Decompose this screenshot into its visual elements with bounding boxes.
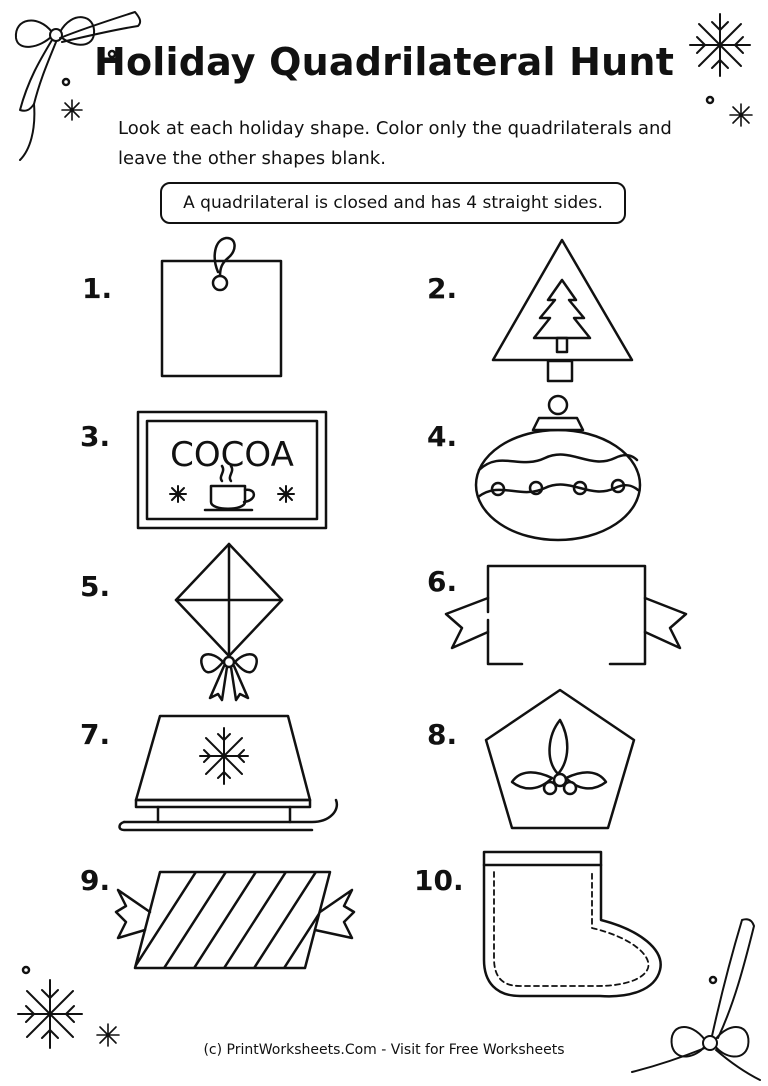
open-banner-icon bbox=[444, 564, 688, 666]
dot-decoration bbox=[705, 95, 715, 105]
definition-box: A quadrilateral is closed and has 4 stra… bbox=[160, 182, 626, 224]
snowflake-icon bbox=[689, 13, 751, 77]
item-number-10: 10. bbox=[414, 864, 464, 897]
footer-credit: (c) PrintWorksheets.Com - Visit for Free… bbox=[203, 1042, 565, 1058]
stocking-icon bbox=[482, 850, 662, 998]
sled-trapezoid-icon bbox=[118, 714, 339, 832]
ornament-icon bbox=[474, 394, 642, 542]
dot-decoration bbox=[21, 965, 31, 975]
snowflake-icon bbox=[96, 1023, 120, 1047]
item-number-6: 6. bbox=[427, 565, 458, 598]
item-number-5: 5. bbox=[80, 570, 111, 603]
instructions: Look at each holiday shape. Color only t… bbox=[118, 118, 672, 169]
pentagon-holly-icon bbox=[484, 688, 636, 830]
item-number-2: 2. bbox=[427, 272, 458, 305]
triangle-tree-icon bbox=[491, 238, 634, 383]
ribbon-bow-icon bbox=[14, 11, 142, 161]
ribbon-bow-icon bbox=[631, 918, 761, 1081]
item-number-1: 1. bbox=[82, 272, 113, 305]
snowflake-icon bbox=[61, 99, 83, 121]
page-title: Holiday Quadrilateral Hunt bbox=[93, 40, 675, 84]
item-number-4: 4. bbox=[427, 420, 458, 453]
item-number-9: 9. bbox=[80, 864, 111, 897]
item-number-7: 7. bbox=[80, 718, 111, 751]
dot-decoration bbox=[107, 49, 117, 59]
candy-parallelogram-icon bbox=[114, 870, 356, 970]
dot-decoration bbox=[61, 77, 71, 87]
item-number-3: 3. bbox=[80, 420, 111, 453]
item-number-8: 8. bbox=[427, 718, 458, 751]
square-gift-tag-icon bbox=[160, 236, 283, 378]
kite-icon bbox=[174, 542, 284, 702]
cocoa-sign-icon: COCOA bbox=[136, 410, 328, 530]
snowflake-icon bbox=[729, 103, 753, 127]
dot-decoration bbox=[708, 975, 718, 985]
snowflake-icon bbox=[17, 979, 83, 1049]
